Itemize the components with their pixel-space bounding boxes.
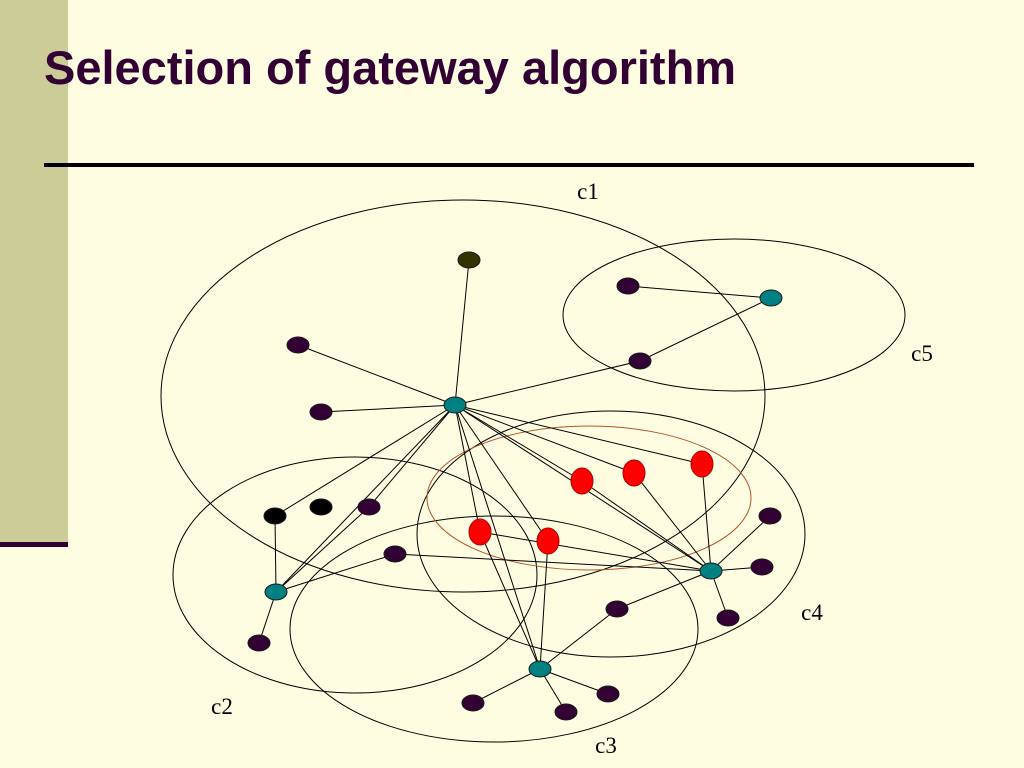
cluster-label-c5: c5 [911, 341, 933, 366]
node-n13-member [716, 609, 740, 627]
cluster-label-c4: c4 [801, 600, 823, 625]
cluster-c5-outline [562, 238, 906, 392]
node-g3-gateway [528, 660, 552, 678]
edge-g1-r2 [454, 404, 635, 474]
cluster-label-c2: c2 [211, 694, 233, 719]
node-n6-black [263, 507, 287, 525]
cluster-outlines [160, 199, 906, 743]
node-n2-member [286, 336, 310, 354]
node-n8-member [357, 498, 381, 516]
selected-gateway-highlight [426, 425, 752, 571]
edge-g2-n6 [274, 515, 277, 593]
edge-n14-g3 [539, 608, 618, 670]
node-r1-selected [570, 467, 594, 495]
edge-g1-r3 [454, 404, 703, 465]
edge-g4-n11 [710, 515, 771, 572]
cluster-c1-outline [160, 199, 766, 593]
sidebar-underline [0, 542, 68, 547]
node-n3-member [309, 403, 333, 421]
edge-g3-n15 [472, 668, 541, 704]
cluster-c3-outline [289, 515, 699, 743]
edge-r1-g4 [581, 480, 712, 572]
edge-r5-g3 [539, 540, 549, 670]
edge-g1-n2 [297, 344, 456, 406]
node-n12-member [750, 558, 774, 576]
node-g2-gateway [264, 583, 288, 601]
edge-g1-n3 [320, 404, 456, 413]
node-g4-gateway [699, 562, 723, 580]
node-n4-member [628, 352, 652, 370]
node-r4-selected [468, 518, 492, 546]
edge-g1-n6 [274, 404, 456, 517]
node-n15-member [461, 694, 485, 712]
edge-n4-g5 [639, 297, 772, 362]
node-n5-member [616, 277, 640, 295]
edge-g1-n4 [454, 360, 641, 406]
node-g5-gateway [759, 289, 783, 307]
node-r2-selected [622, 459, 646, 487]
edge-r3-g4 [701, 463, 712, 572]
edge-r4-g3 [479, 531, 541, 670]
node-n7-black [309, 498, 333, 516]
cluster-c2-outline [172, 456, 538, 694]
cluster-c4-outline [416, 410, 806, 658]
cluster-label-c1: c1 [577, 179, 599, 204]
edge-n5-g5 [627, 285, 772, 299]
nodes [247, 251, 783, 721]
node-n9-member [383, 545, 407, 563]
node-r5-selected [536, 527, 560, 555]
edge-g1-n8 [368, 404, 456, 508]
edge-n9-g4 [394, 553, 712, 572]
edges [258, 259, 772, 713]
node-r3-selected [690, 450, 714, 478]
node-n10-member [247, 634, 271, 652]
edge-g2-n10 [258, 591, 277, 644]
edge-g2-n8 [275, 506, 370, 593]
edge-g1-n1 [454, 259, 470, 406]
node-n17-member [596, 685, 620, 703]
edge-r2-g4 [633, 472, 712, 572]
edge-g4-n14 [616, 570, 712, 610]
edge-g3-n17 [539, 668, 609, 695]
edge-g1-r4 [454, 404, 481, 533]
node-n16-member [554, 703, 578, 721]
cluster-labels: c1 c2 c3 c4 c5 [211, 179, 933, 758]
node-g1-gateway [443, 396, 467, 414]
edge-g1-r5 [454, 404, 549, 542]
cluster-label-c3: c3 [595, 733, 617, 758]
edge-r4-g4 [479, 531, 712, 572]
slide-title: Selection of gateway algorithm [44, 41, 737, 94]
node-n1-olive [457, 251, 481, 269]
node-n11-member [758, 507, 782, 525]
edge-g1-g3 [454, 404, 541, 670]
edge-g2-n9 [275, 553, 396, 593]
sidebar-accent [0, 0, 68, 542]
node-n14-member [605, 600, 629, 618]
title-divider [44, 163, 974, 167]
edge-g1-g2 [275, 404, 456, 593]
edge-g1-r1 [454, 404, 583, 482]
